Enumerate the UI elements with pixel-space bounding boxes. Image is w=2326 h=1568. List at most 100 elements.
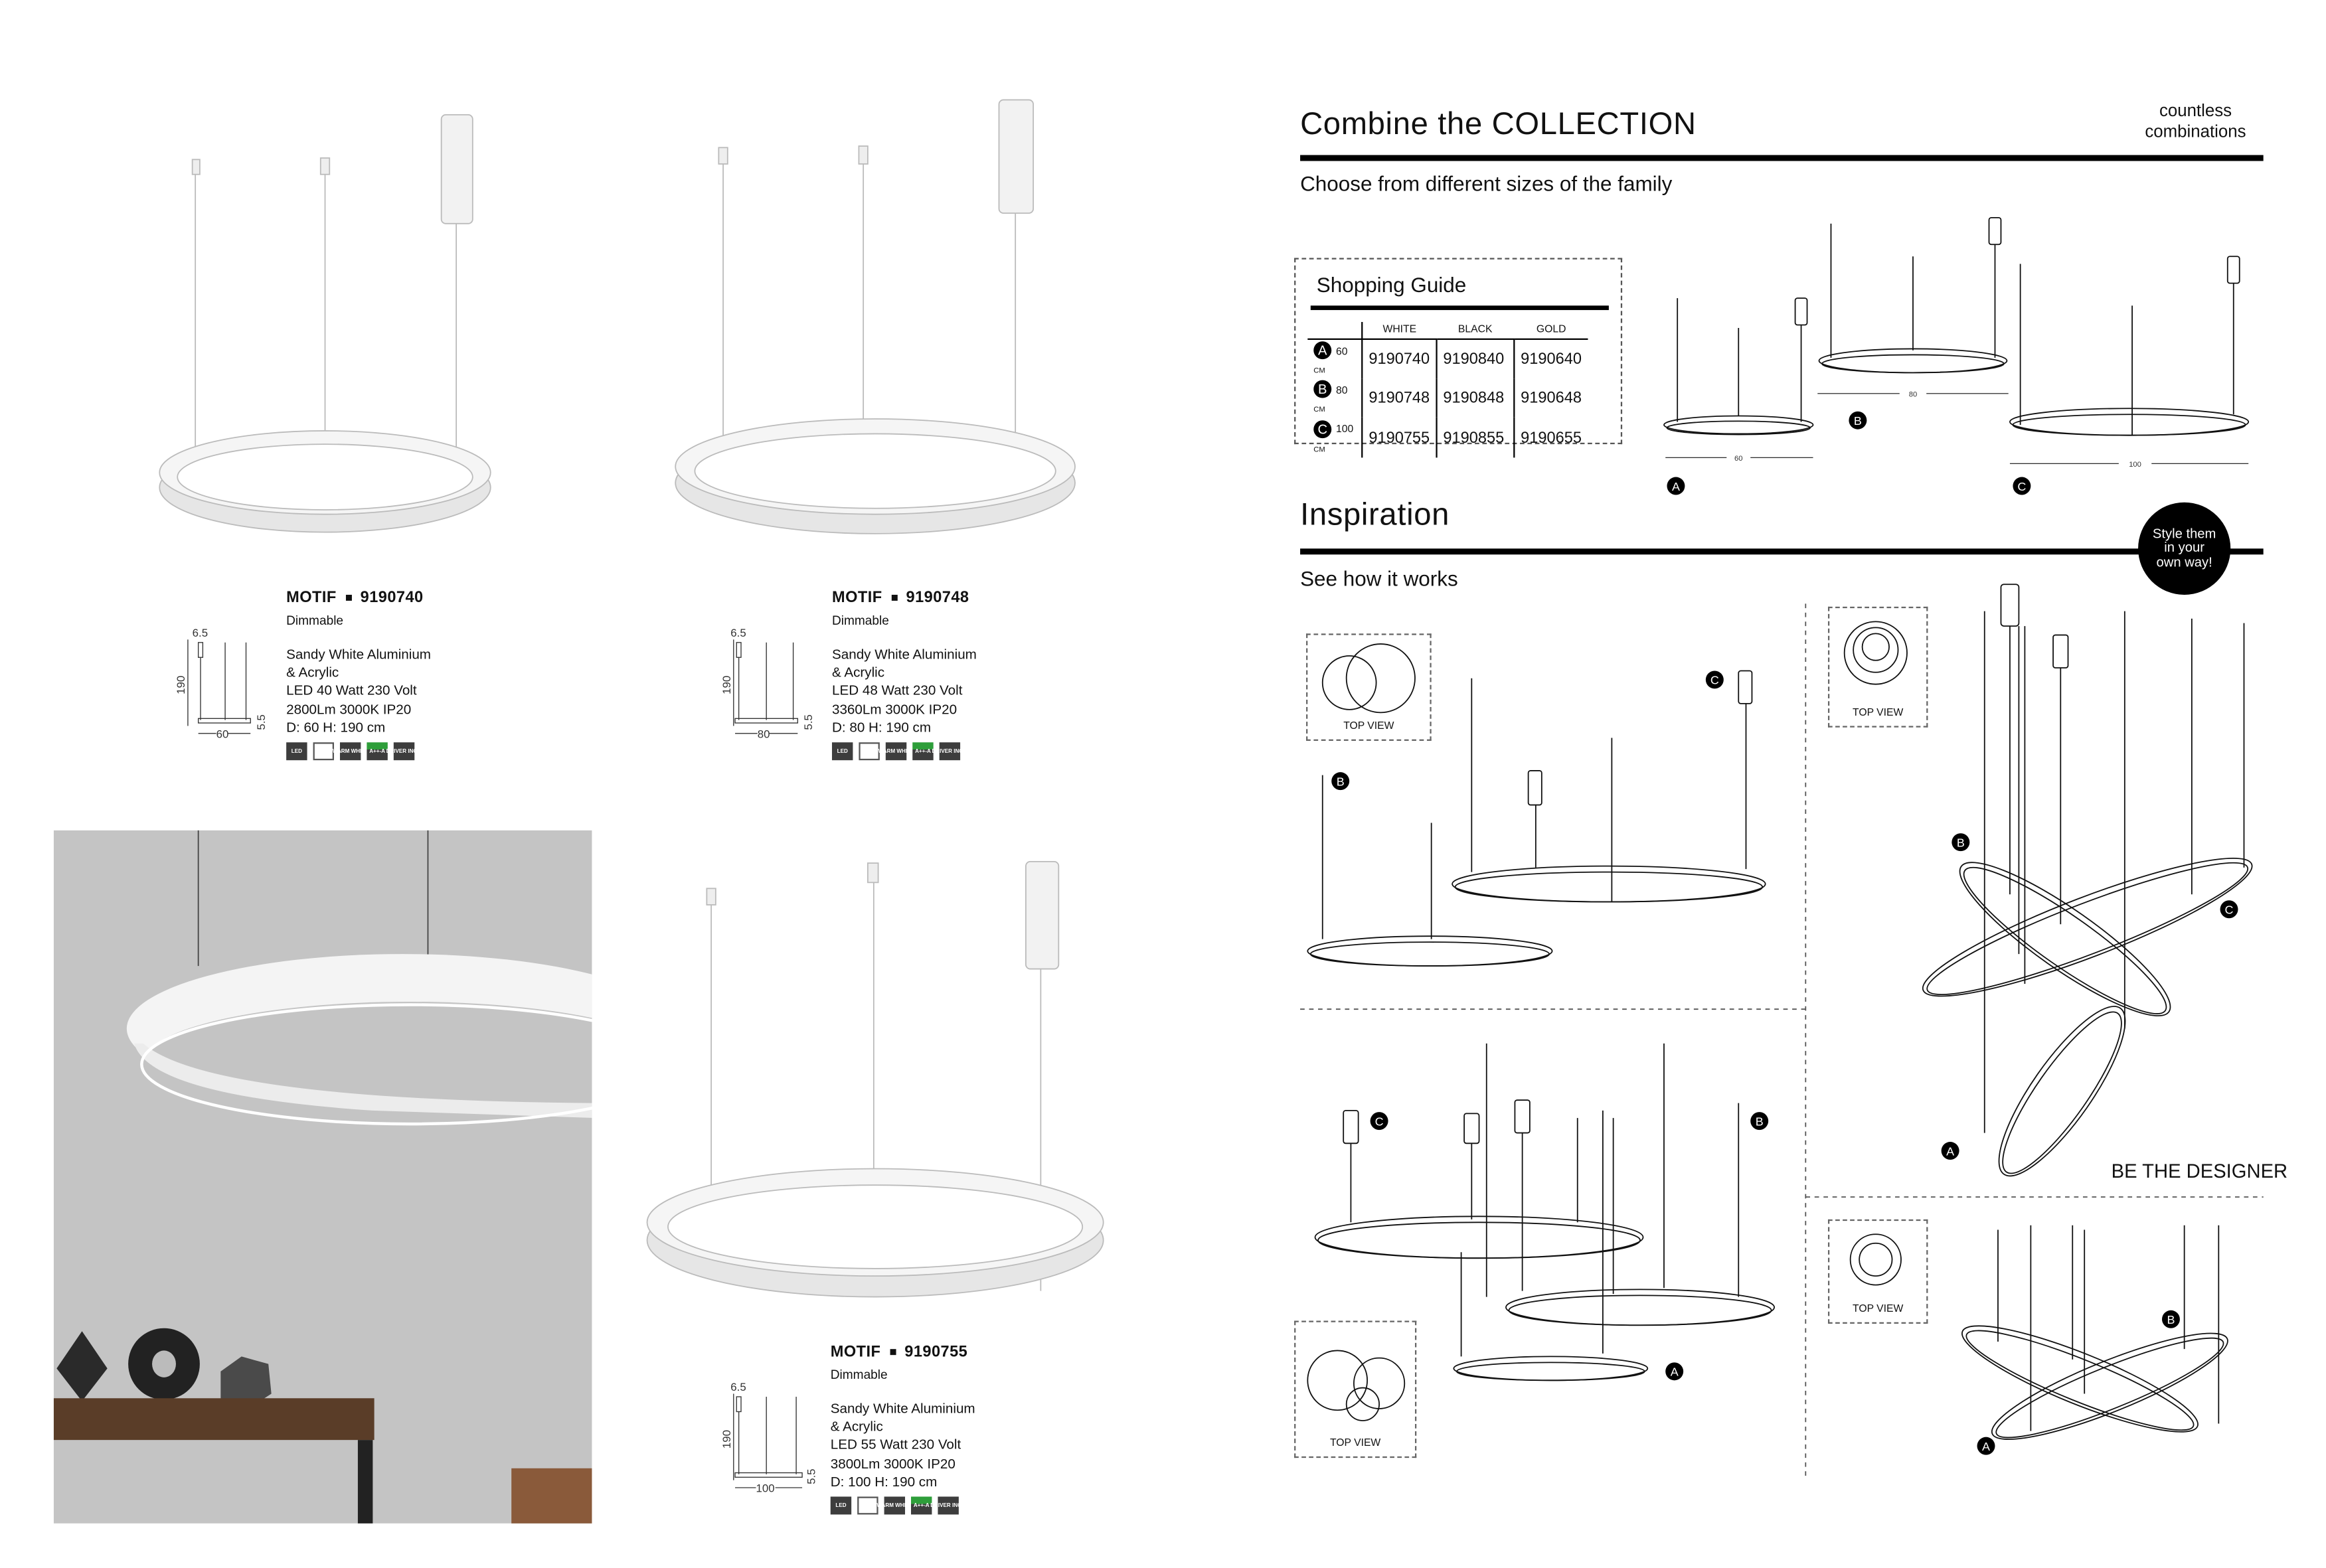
dimmable-label: Dimmable — [830, 1367, 888, 1382]
dim-height: 190 — [720, 1429, 734, 1449]
combo-4 — [1849, 1225, 2228, 1440]
led-icon: LED — [831, 742, 853, 761]
top-view-box: TOP VIEW — [1827, 1219, 1928, 1324]
dim-top: 6.5 — [730, 1380, 746, 1394]
product-code: 9190748 — [906, 588, 969, 607]
dimension-diagram — [733, 639, 799, 734]
dim-ring: 5.5 — [254, 714, 268, 730]
dimmable-label: Dimmable — [831, 612, 889, 628]
badge-b: B — [2161, 1310, 2180, 1328]
dimmable-icon — [313, 742, 334, 761]
dim-label-c: 100 — [2129, 461, 2141, 469]
energy-class-icon: A++-A — [367, 742, 388, 761]
ring-drawing-a — [1663, 297, 1814, 458]
guide-title: Shopping Guide — [1316, 272, 1467, 297]
badge-b: B — [1750, 1112, 1769, 1131]
interior-photo — [53, 830, 592, 1524]
dim-height: 190 — [720, 675, 734, 694]
lamp-render-9190748 — [675, 99, 1076, 534]
badge-a: A — [1941, 1142, 1959, 1160]
combo-1 — [1307, 643, 1766, 967]
top-view-box: TOP VIEW — [1306, 633, 1432, 742]
svg-text:C: C — [1375, 1115, 1384, 1128]
designer-caption: BE THE DESIGNER — [2111, 1159, 2288, 1182]
svg-text:A: A — [1946, 1144, 1954, 1158]
top-view-box: TOP VIEW — [1294, 1320, 1417, 1458]
dim-diameter: 80 — [757, 727, 770, 742]
dim-diameter: 60 — [216, 727, 229, 742]
svg-text:A: A — [1671, 1366, 1679, 1379]
driver-included-icon: DRIVER INCL. — [932, 742, 967, 761]
top-view-box: TOP VIEW — [1827, 606, 1928, 728]
dim-height: 190 — [174, 675, 188, 694]
svg-text:B: B — [1337, 775, 1345, 788]
dim-ring: 5.5 — [804, 1468, 819, 1484]
dimension-diagram — [187, 639, 251, 734]
dim-top: 6.5 — [192, 626, 208, 640]
led-icon: LED — [830, 1496, 852, 1515]
ring-drawing-c — [2009, 256, 2250, 464]
collection-tagline: countless combinations — [2145, 102, 2246, 142]
style-bubble: Style them in your own way! — [2138, 502, 2231, 595]
badge-a: A — [1667, 477, 1685, 495]
svg-text:B: B — [1854, 414, 1862, 428]
svg-text:B: B — [1756, 1115, 1764, 1128]
product-code: 9190755 — [904, 1343, 968, 1362]
badge-b: B — [1331, 772, 1350, 791]
inspiration-title: Inspiration — [1300, 497, 1450, 532]
badge-c: C — [1370, 1112, 1388, 1131]
badge-b: B — [1849, 411, 1867, 430]
inspiration-subtitle: See how it works — [1300, 566, 1458, 591]
svg-text:B: B — [1957, 836, 1965, 849]
driver-included-icon: DRIVER INCL. — [386, 742, 422, 761]
svg-text:C: C — [2017, 480, 2026, 493]
product-code: 9190740 — [360, 588, 424, 607]
dim-ring: 5.5 — [801, 714, 815, 730]
lamp-render-9190755 — [646, 861, 1104, 1298]
warm-white-icon: WARM WHITE — [333, 742, 369, 761]
collection-subtitle: Choose from different sizes of the famil… — [1300, 171, 1673, 196]
svg-text:A: A — [1982, 1440, 1990, 1453]
svg-text:A: A — [1672, 480, 1680, 493]
dim-diameter: 100 — [756, 1482, 775, 1496]
driver-included-icon: DRIVER INCL. — [930, 1496, 966, 1515]
svg-text:C: C — [2225, 903, 2234, 916]
dim-label-a: 60 — [1734, 455, 1742, 463]
badge-c: C — [2220, 900, 2238, 919]
combo-3 — [1843, 584, 2253, 1177]
badge-c: C — [1705, 670, 1724, 689]
combo-2 — [1307, 1043, 1776, 1421]
badge-a: A — [1977, 1437, 1995, 1455]
inspiration-grid — [1300, 603, 2264, 1476]
warm-white-icon: WARM WHITE — [876, 1496, 912, 1515]
title-rule — [1300, 155, 2264, 161]
dimmable-label: Dimmable — [286, 612, 344, 628]
ring-drawing-b — [1817, 216, 2009, 394]
warm-white-icon: WARM WHITE — [878, 742, 914, 761]
led-icon: LED — [286, 742, 307, 761]
energy-class-icon: A++-A — [911, 1496, 932, 1515]
dim-label-b: 80 — [1909, 390, 1917, 398]
svg-text:B: B — [2167, 1313, 2175, 1326]
badge-b: B — [1952, 833, 1970, 852]
dim-top: 6.5 — [730, 626, 746, 640]
badge-a: A — [1665, 1362, 1684, 1381]
lamp-render-9190740 — [159, 114, 491, 533]
collection-title: Combine the COLLECTION — [1300, 107, 1697, 142]
inspiration-rule — [1300, 548, 2264, 555]
badge-c: C — [2013, 477, 2031, 495]
svg-text:C: C — [1710, 674, 1719, 687]
